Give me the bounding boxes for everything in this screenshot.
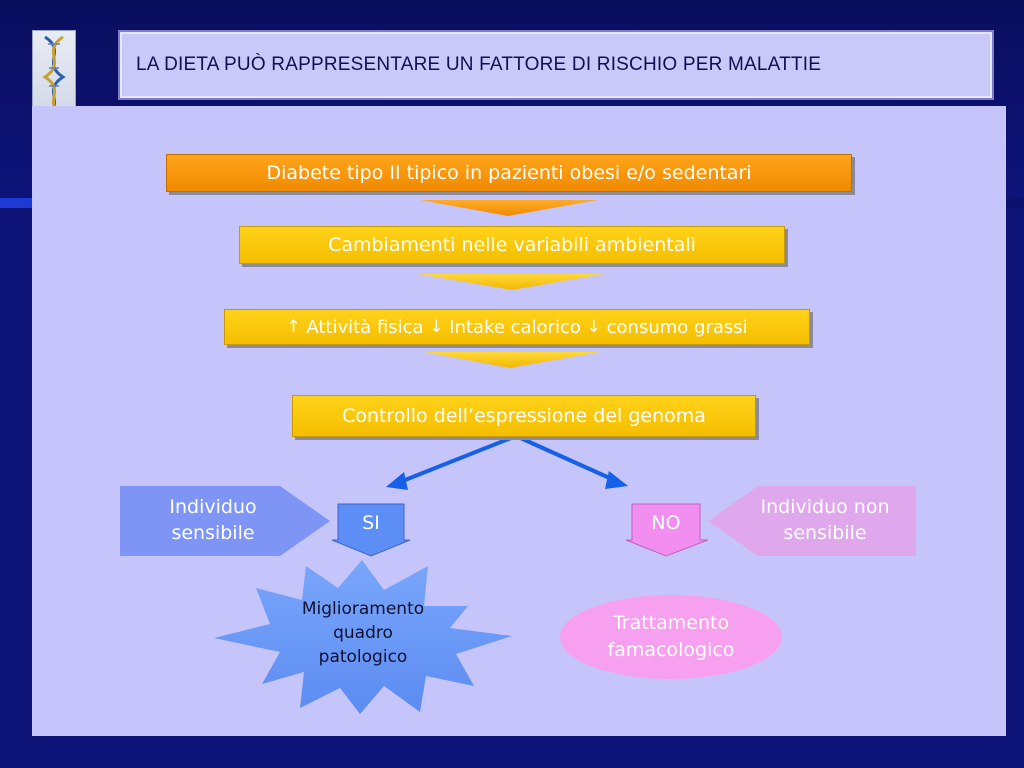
step-cambiamenti-label: Cambiamenti nelle variabili ambientali [328, 234, 696, 256]
individuo-non-sensibile-shape [708, 486, 916, 556]
no-tag-shape [625, 503, 709, 557]
individuo-non-sensibile: Individuo non sensibile [734, 488, 916, 554]
step-cambiamenti: Cambiamenti nelle variabili ambientali [239, 226, 785, 264]
individuo-non-sensibile-line2: sensibile [783, 522, 867, 544]
arrow-down-icon: ↓ [429, 317, 444, 337]
individuo-non-sensibile-line1: Individuo non [760, 496, 890, 519]
slide-title: LA DIETA PUÒ RAPPRESENTARE UN FATTORE DI… [136, 54, 822, 75]
step-controllo-genoma: Controllo dell’espressione del genoma [292, 395, 756, 437]
star-line2: quadro [333, 622, 393, 643]
consumo-grassi-label: consumo grassi [606, 316, 748, 338]
star-line1: Miglioramento [301, 599, 425, 619]
step-diabete: Diabete tipo II tipico in pazienti obesi… [166, 154, 852, 192]
starburst-shape [214, 560, 512, 714]
no-label: NO [651, 512, 681, 534]
branch-arrow-left [386, 434, 517, 490]
title-box: LA DIETA PUÒ RAPPRESENTARE UN FATTORE DI… [118, 30, 994, 100]
si-tag: SI [338, 504, 404, 544]
down-arrow-2 [418, 274, 604, 290]
si-tag-shape [331, 503, 411, 557]
down-arrow-3 [424, 352, 600, 368]
branch-arrow-right [515, 434, 628, 489]
step-diabete-label: Diabete tipo II tipico in pazienti obesi… [266, 162, 752, 184]
trattamento-farmacologico: Trattamento famacologico [560, 595, 782, 679]
oval-line1: Trattamento [612, 612, 730, 635]
oval-line2: famacologico [607, 639, 735, 661]
individuo-sensibile-line1: Individuo [169, 496, 257, 519]
star-line3: patologico [318, 646, 408, 667]
dna-helix-icon [42, 35, 66, 119]
step-stile-vita: ↑ Attività fisica ↓ Intake calorico ↓ co… [224, 309, 810, 345]
intake-calorico-label: Intake calorico [449, 316, 581, 338]
individuo-sensibile-line2: sensibile [171, 522, 255, 544]
individuo-sensibile-shape [120, 486, 330, 556]
no-tag: NO [632, 504, 700, 544]
step-controllo-genoma-label: Controllo dell’espressione del genoma [342, 405, 706, 427]
arrow-down-icon: ↓ [586, 317, 601, 337]
attivita-fisica-label: Attività fisica [306, 316, 424, 338]
si-label: SI [362, 512, 380, 534]
down-arrow-1 [420, 200, 598, 216]
individuo-sensibile: Individuo sensibile [128, 488, 298, 554]
arrow-up-icon: ↑ [286, 317, 301, 337]
miglioramento-quadro-patologico: Miglioramento quadro patologico [288, 598, 438, 669]
